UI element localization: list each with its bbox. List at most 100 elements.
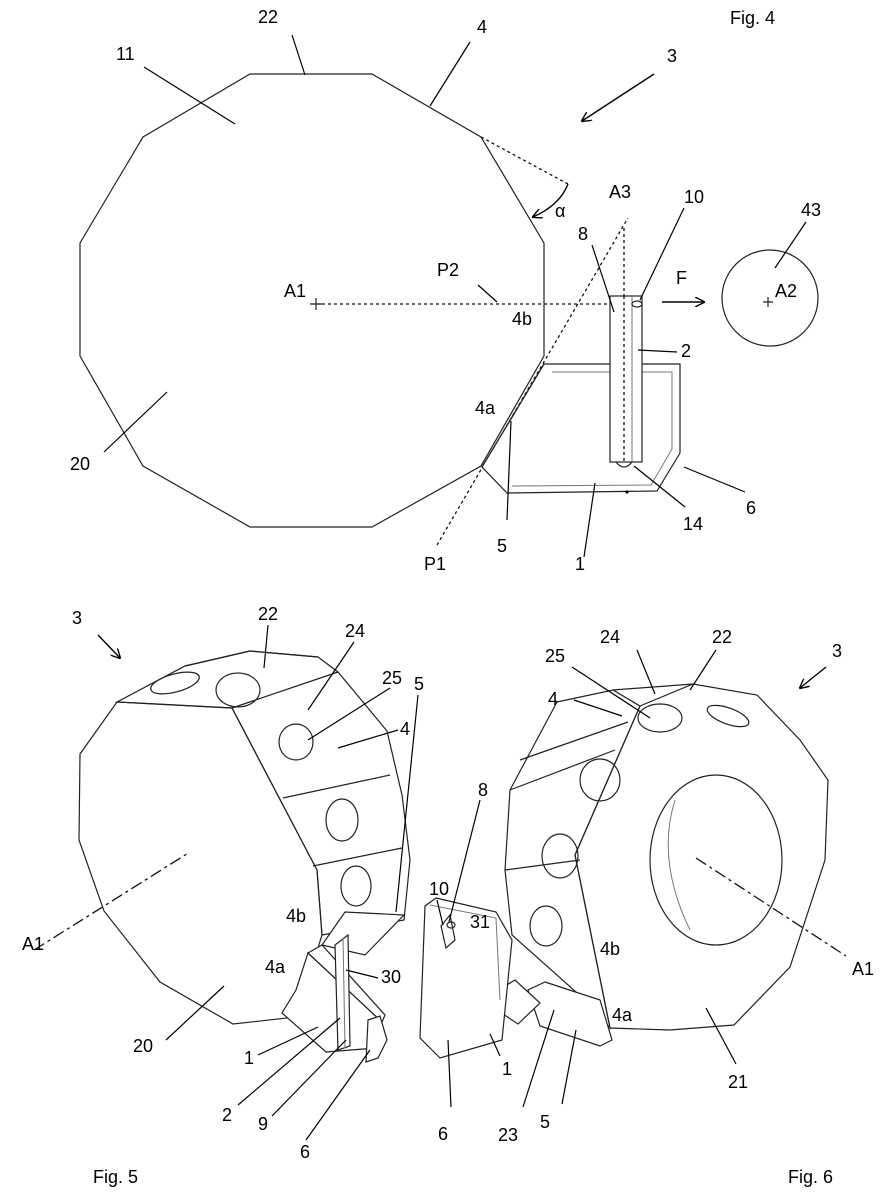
fig6-leader-21 [705,1007,737,1065]
figure-6-caption: Fig. 6 [788,1167,833,1187]
fig6-label-24: 24 [600,627,620,647]
fig4-leader-14 [633,465,686,508]
fig5-label-25: 25 [382,668,402,688]
fig4-label-11: 11 [116,44,135,64]
fig5-leader-22 [263,624,269,669]
fig6-label-31: 31 [470,912,490,932]
fig4-leader-5 [506,420,512,521]
fig4-leader-8 [591,244,615,313]
fig5-band-edge-2 [231,671,339,709]
fig5-label-9: 9 [258,1114,268,1134]
fig4-workpiece-43 [721,249,819,347]
fig6-leader-6 [447,1039,452,1108]
fig4-holder-mark [625,490,629,494]
fig6-leader-5 [561,1029,577,1105]
fig6-label-22: 22 [712,627,732,647]
fig6-clamp-element-31 [440,913,456,950]
fig6-label-4a: 4a [612,1005,633,1025]
fig6-hole-1 [637,703,683,733]
fig4-clamp-head-10 [631,300,643,308]
figure-6: Fig. 6 [419,627,874,1187]
fig6-clamp-head-10 [446,921,456,929]
fig5-label-1: 1 [244,1048,254,1068]
fig6-side-face-21 [574,683,829,1031]
fig6-label-23: 23 [498,1125,518,1145]
fig4-axis-a2-cross [763,297,773,307]
fig4-label-43: 43 [801,200,821,220]
fig5-leader-5 [395,694,419,913]
fig6-hole-4 [541,833,579,879]
fig5-seat-5 [321,911,406,956]
fig6-leader-25 [571,666,651,719]
fig4-label-4: 4 [477,17,487,37]
figure-5: Fig. 5 [22,604,424,1187]
fig5-hole-2 [215,672,261,708]
fig5-band-edge-5 [249,650,319,658]
fig6-band-edge-2 [509,749,616,791]
fig6-arrow-3 [800,666,827,688]
fig5-band-edge-1 [184,650,251,667]
fig5-bar-edge [342,937,346,1049]
fig4-label-10: 10 [684,187,704,207]
fig5-band-edge-4 [312,847,403,867]
fig4-insert-holder [481,363,681,494]
fig5-axis-a1 [33,851,191,951]
fig5-label-4: 4 [400,719,410,739]
fig4-label-3: 3 [667,46,677,66]
fig5-leader-30 [345,969,379,979]
fig4-seat-face-5 [481,363,545,468]
figure-4: Fig. 4 [70,7,821,574]
fig4-label-a1: A1 [284,281,306,301]
fig4-leader-11 [143,66,236,125]
fig5-label-22: 22 [258,604,278,624]
fig5-hole-3 [278,723,314,761]
fig6-label-21: 21 [728,1072,748,1092]
fig4-label-a3: A3 [609,182,631,202]
fig6-hole-5 [529,905,563,947]
fig5-clamp-6 [365,1015,388,1063]
fig4-leader-10 [639,207,685,301]
fig6-hole-2 [706,704,750,728]
fig4-label-4a: 4a [475,398,496,418]
fig4-label-2: 2 [681,341,691,361]
fig5-label-20: 20 [133,1036,153,1056]
fig5-label-4a: 4a [265,957,286,977]
fig6-label-4: 4 [548,689,558,709]
fig5-hole-5 [340,865,372,907]
fig5-leader-25 [307,687,391,741]
fig4-arrow-3 [582,73,655,121]
fig6-leader-23 [522,1009,555,1108]
fig6-label-8: 8 [478,780,488,800]
fig5-leader-24 [307,641,355,711]
fig5-hole-1 [150,671,200,695]
fig4-label-a2: A2 [775,281,797,301]
fig4-clamp-element-2 [609,295,643,463]
fig6-label-10: 10 [429,879,449,899]
fig4-label-14: 14 [683,514,703,534]
fig5-hole-4 [325,798,359,842]
fig6-axis-a1 [695,857,847,957]
fig5-leader-6 [305,1049,371,1141]
fig6-bore-inner [667,799,691,931]
fig4-label-alpha: α [555,201,565,221]
figure-5-caption: Fig. 5 [93,1167,138,1187]
fig6-label-1: 1 [502,1059,512,1079]
fig4-label-f: F [676,268,687,288]
fig6-label-6: 6 [438,1124,448,1144]
fig6-label-5: 5 [540,1112,550,1132]
fig5-leader-9 [271,1039,347,1117]
fig4-leader-1 [583,482,596,558]
fig5-label-a1: A1 [22,934,44,954]
fig4-cutter-body [79,73,545,528]
fig6-label-25: 25 [545,646,565,666]
fig5-label-30: 30 [381,967,401,987]
fig6-insert-holder-1 [419,897,513,1059]
fig6-band-edge-4 [612,683,694,691]
fig5-leader-2 [237,1017,341,1106]
fig6-bore [649,774,783,946]
fig6-leader-22 [689,649,717,691]
fig5-label-5: 5 [414,674,424,694]
fig4-leader-2 [637,349,678,353]
fig5-label-4b: 4b [286,906,306,926]
